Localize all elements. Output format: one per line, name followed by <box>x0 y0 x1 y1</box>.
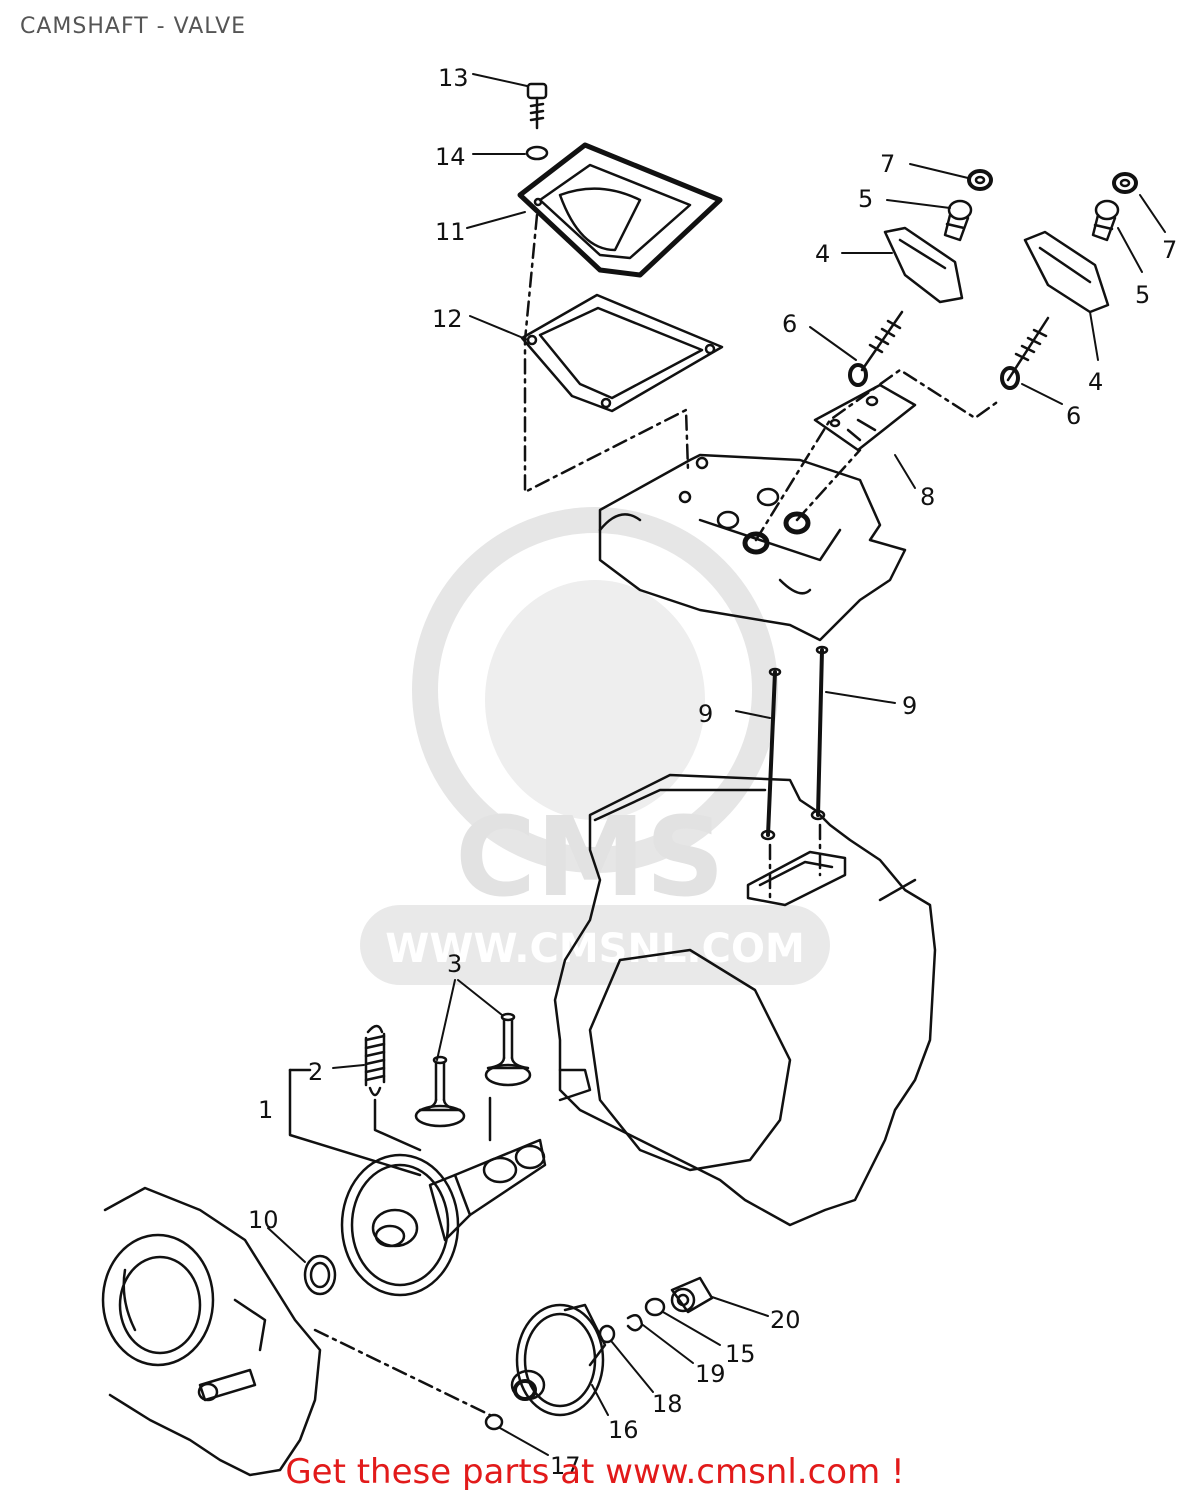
callout-10: 10 <box>248 1206 279 1234</box>
callout-20: 20 <box>770 1306 801 1334</box>
rocker-arm-4-left <box>883 226 964 304</box>
crankcase <box>553 773 937 1227</box>
callout-6-left: 6 <box>782 310 797 338</box>
stud-6-right <box>1000 316 1050 390</box>
camshaft-1 <box>340 1138 547 1297</box>
callout-18: 18 <box>652 1390 683 1418</box>
washer-15 <box>644 1297 666 1317</box>
idler-gear-16 <box>510 1303 607 1417</box>
watermark-brand: CMS <box>455 793 724 921</box>
callout-14: 14 <box>435 143 466 171</box>
footer-promo-link[interactable]: Get these parts at www.cmsnl.com ! <box>285 1452 905 1492</box>
watermark: CMS WWW.CMSNL.COM <box>360 507 830 985</box>
callout-17: 17 <box>550 1452 581 1480</box>
spring-2 <box>364 1024 386 1097</box>
adjuster-5-left <box>943 199 973 242</box>
callout-9-left: 9 <box>698 700 713 728</box>
watermark-url: WWW.CMSNL.COM <box>385 926 805 972</box>
callout-7-left: 7 <box>880 150 895 178</box>
callout-16: 16 <box>608 1416 639 1444</box>
callout-4-right: 4 <box>1088 368 1103 396</box>
washer-10 <box>303 1254 337 1296</box>
callout-5-left: 5 <box>858 185 873 213</box>
callout-5-right: 5 <box>1135 281 1150 309</box>
push-rod-9-right <box>810 645 829 821</box>
washer-18 <box>598 1324 616 1344</box>
callout-9-right: 9 <box>902 692 917 720</box>
rocker-plate-8 <box>813 383 917 452</box>
valve-cover-11 <box>517 142 723 278</box>
stud-6-left <box>848 310 904 387</box>
nut-7-left <box>967 169 993 191</box>
washer-17 <box>484 1413 504 1431</box>
washer-14 <box>525 145 549 161</box>
push-rod-9-left <box>760 667 782 841</box>
valve-3-right <box>484 1012 532 1087</box>
clip-19 <box>626 1313 644 1332</box>
callout-19: 19 <box>695 1360 726 1388</box>
callout-13: 13 <box>438 64 469 92</box>
callout-labels: 13 14 11 12 7 5 4 6 8 7 5 4 6 9 9 3 2 1 … <box>248 64 1177 1480</box>
callout-12: 12 <box>432 305 463 333</box>
nut-7-right <box>1112 172 1138 194</box>
bolt-20 <box>670 1276 714 1314</box>
page-title: CAMSHAFT - VALVE <box>20 14 247 39</box>
adjuster-5-right <box>1091 199 1120 242</box>
callout-3: 3 <box>447 950 462 978</box>
callout-2: 2 <box>308 1058 323 1086</box>
valve-3-left <box>414 1055 466 1128</box>
callout-6-right: 6 <box>1066 402 1081 430</box>
cylinder-head <box>598 453 907 642</box>
crankcase-cover <box>101 1186 492 1477</box>
rocker-arm-4-right <box>1023 230 1110 314</box>
callout-11: 11 <box>435 218 466 246</box>
callout-1: 1 <box>258 1096 273 1124</box>
callout-15: 15 <box>725 1340 756 1368</box>
callout-8: 8 <box>920 483 935 511</box>
bolt-13 <box>526 82 548 130</box>
callout-7-right: 7 <box>1162 236 1177 264</box>
callout-4-left: 4 <box>815 240 830 268</box>
gasket-12 <box>520 293 724 413</box>
